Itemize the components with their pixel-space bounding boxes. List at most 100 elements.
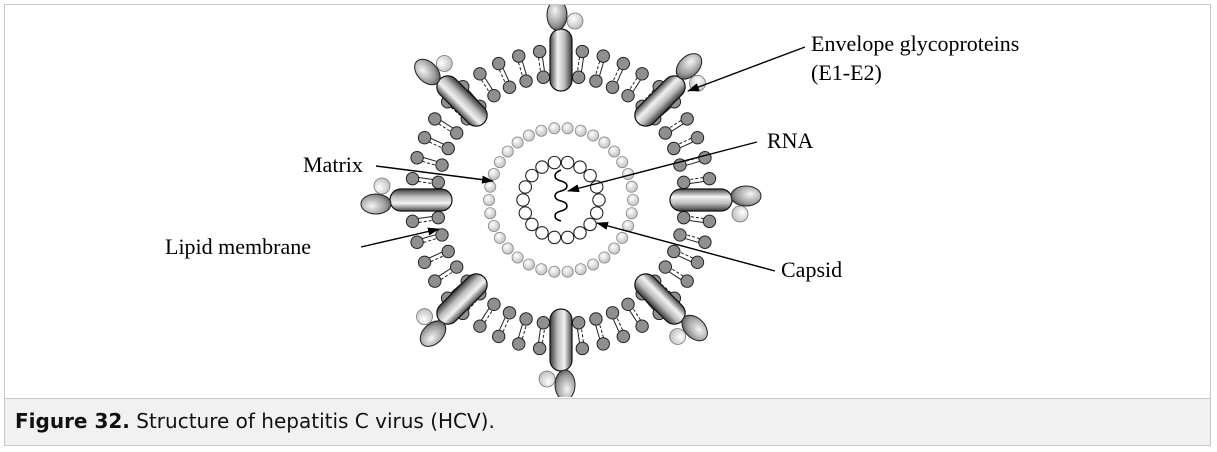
capsid-protein	[584, 218, 596, 230]
lipid-membrane-label: Lipid membrane	[165, 234, 311, 259]
lipid-head-inner	[590, 75, 602, 87]
lipid-head-outer	[617, 57, 629, 69]
matrix-protein	[599, 252, 610, 263]
lipid-tail	[689, 220, 703, 222]
lipid-tail	[633, 80, 641, 92]
glycoprotein-e2-lobe	[567, 13, 583, 29]
lipid-tail	[481, 308, 489, 320]
capsid-protein	[584, 169, 596, 181]
figure-area: Envelope glycoproteins (E1-E2) Matrix RN…	[5, 5, 1210, 397]
matrix-protein	[562, 123, 573, 134]
lipid-head-inner	[432, 176, 444, 188]
lipid-tail	[600, 324, 604, 337]
capsid-protein	[561, 231, 573, 243]
lipid-tail	[581, 328, 583, 342]
lipid-head-outer	[492, 57, 504, 69]
glycoprotein-e1-lobe	[731, 186, 761, 206]
lipid-head-inner	[450, 127, 462, 139]
lipid-head-outer	[703, 215, 715, 227]
lipid-head-inner	[442, 142, 454, 154]
capsid-protein	[519, 207, 531, 219]
lipid-head-inner	[659, 261, 671, 273]
lipid-head-inner	[520, 313, 532, 325]
lipid-head-outer	[411, 152, 423, 164]
lipid-tail	[522, 61, 526, 74]
matrix-label: Matrix	[303, 152, 363, 177]
capsid-protein	[561, 156, 573, 168]
glycoprotein	[404, 262, 494, 352]
glycoprotein	[623, 267, 713, 357]
lipid-tail	[419, 220, 433, 222]
label-lipid-membrane: Lipid membrane	[165, 229, 439, 259]
lipid-tail	[539, 328, 541, 342]
capsid-protein	[593, 194, 605, 206]
glycoprotein-body	[550, 29, 572, 91]
rna-strand	[555, 170, 567, 221]
matrix-protein	[536, 264, 547, 275]
lipid-tail	[581, 58, 583, 72]
lipid-head-inner	[572, 317, 584, 329]
lipid-head-outer	[691, 256, 703, 268]
matrix-protein	[587, 130, 598, 141]
glycoprotein-body	[550, 309, 572, 371]
matrix-protein	[483, 194, 494, 205]
lipid-head-outer	[429, 113, 441, 125]
matrix-protein	[512, 252, 523, 263]
lipid-tail	[686, 161, 699, 165]
lipid-tail	[686, 235, 699, 239]
lipid-tail	[419, 178, 433, 180]
matrix-protein	[523, 259, 534, 270]
lipid-head-outer	[418, 131, 430, 143]
lipid-head-inner	[432, 211, 444, 223]
lipid-tail	[422, 235, 435, 239]
figure-caption: Figure 32. Structure of hepatitis C viru…	[5, 398, 1210, 445]
matrix-protein	[575, 264, 586, 275]
lipid-head-outer	[597, 50, 609, 62]
lipid-head-outer	[474, 68, 486, 80]
lipid-tail	[690, 217, 704, 219]
label-capsid: Capsid	[597, 223, 842, 282]
matrix-protein	[485, 208, 496, 219]
matrix-protein	[502, 243, 513, 254]
lipid-head-inner	[668, 245, 680, 257]
lipid-head-outer	[597, 338, 609, 350]
lipid-tail	[596, 325, 600, 338]
envelope-pointer-arrow	[688, 47, 805, 91]
lipid-tail	[423, 239, 436, 243]
matrix-protein	[587, 259, 598, 270]
lipid-head-inner	[606, 307, 618, 319]
glycoprotein-body	[670, 189, 732, 211]
lipid-head-outer	[474, 320, 486, 332]
lipid-membrane-pointer-arrow	[361, 229, 439, 247]
lipid-head-outer	[406, 215, 418, 227]
capsid-protein	[526, 169, 538, 181]
matrix-protein	[494, 156, 505, 167]
lipid-head-inner	[488, 298, 500, 310]
rna-label: RNA	[767, 128, 814, 153]
lipid-tail	[418, 217, 432, 219]
lipid-tail	[678, 256, 691, 262]
lipid-head-inner	[436, 229, 448, 241]
lipid-head-outer	[681, 113, 693, 125]
lipid-tail	[519, 324, 523, 337]
capsid-protein	[536, 227, 548, 239]
envelope-label-line1: Envelope glycoproteins	[811, 31, 1019, 56]
figure-frame: Envelope glycoproteins (E1-E2) Matrix RN…	[4, 4, 1211, 446]
lipid-head-inner	[622, 298, 634, 310]
lipid-head-outer	[617, 330, 629, 342]
matrix-protein	[627, 194, 638, 205]
figure-caption-text: Structure of hepatitis C virus (HCV).	[130, 409, 495, 433]
lipid-tail	[542, 57, 544, 71]
matrix-protein	[488, 168, 499, 179]
lipid-head-inner	[442, 245, 454, 257]
matrix-ring	[483, 123, 638, 278]
lipid-tail	[439, 269, 451, 277]
glycoprotein-e1-lobe	[547, 5, 567, 30]
lipid-tail	[671, 124, 683, 132]
lipid-head-inner	[674, 229, 686, 241]
glycoprotein-e2-lobe	[374, 178, 390, 194]
lipid-tail	[669, 272, 681, 280]
lipid-head-outer	[513, 50, 525, 62]
glycoprotein-e2-lobe	[539, 371, 555, 387]
matrix-protein	[502, 146, 513, 157]
